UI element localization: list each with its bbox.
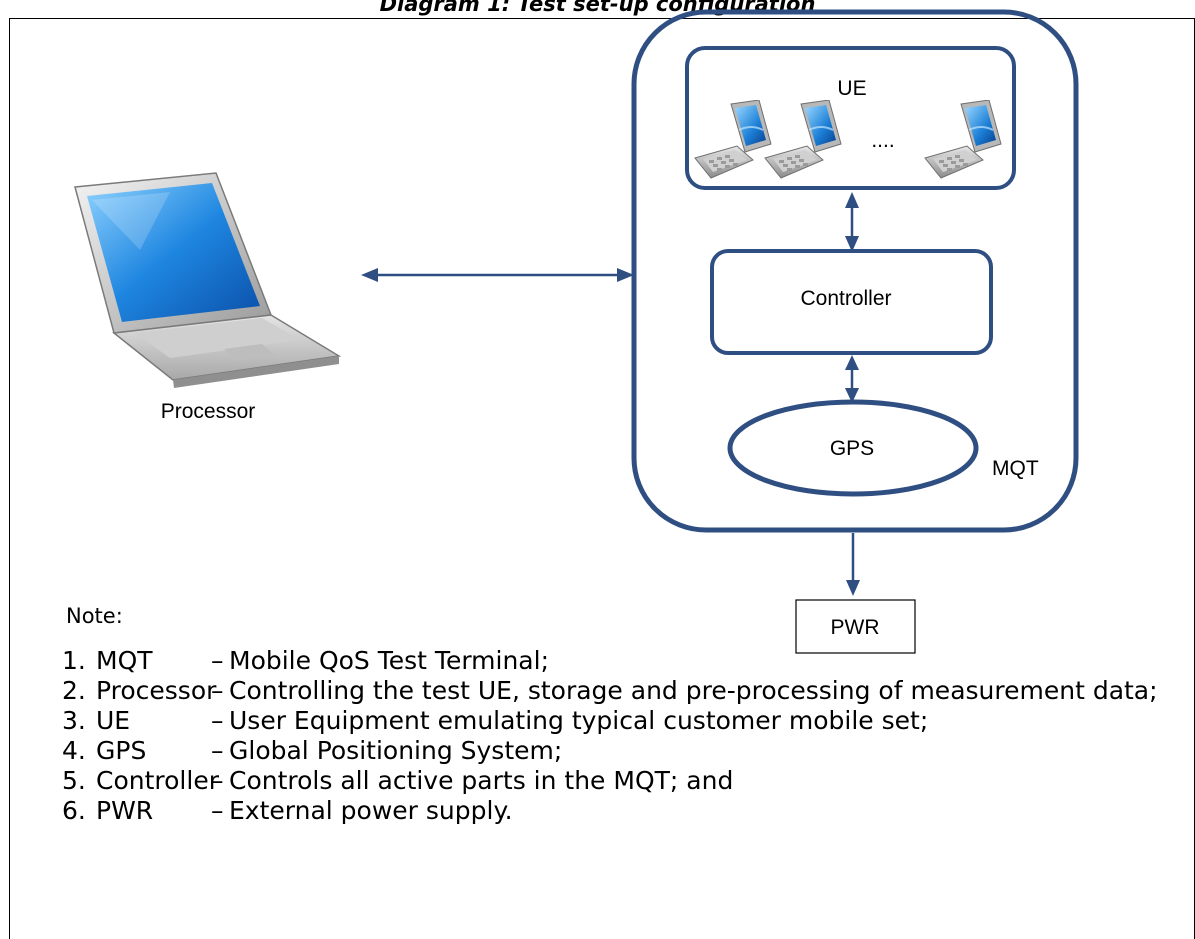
processor-mqt-link [361, 268, 634, 282]
list-item: 3. UE –User Equipment emulating typical … [62, 706, 1182, 736]
ue-ellipsis: .... [871, 129, 894, 152]
note-number: 1. [62, 646, 86, 675]
pwr-label: PWR [831, 616, 880, 639]
note-dash: – [211, 706, 224, 735]
note-dash: – [211, 646, 224, 675]
processor-laptop-icon [74, 172, 342, 388]
mqt-label: MQT [992, 457, 1039, 480]
note-description: Controlling the test UE, storage and pre… [229, 676, 1158, 705]
controller-box [710, 249, 993, 355]
note-number: 3. [62, 706, 86, 735]
note-number: 2. [62, 676, 86, 705]
note-description: Global Positioning System; [229, 736, 563, 765]
note-dash: – [211, 796, 224, 825]
note-term: Controller [96, 766, 219, 795]
note-term: Processor [96, 676, 217, 705]
controller-label: Controller [800, 287, 891, 310]
mqt-box [631, 9, 1079, 533]
note-number: 6. [62, 796, 86, 825]
note-list: 1. MQT –Mobile QoS Test Terminal; 2. Pro… [62, 646, 1182, 826]
note-description: Controls all active parts in the MQT; an… [229, 766, 734, 795]
processor-label: Processor [161, 400, 256, 423]
note-title: Note: [66, 604, 123, 628]
note-number: 4. [62, 736, 86, 765]
mqt-pwr-link [846, 533, 860, 596]
list-item: 4. GPS –Global Positioning System; [62, 736, 1182, 766]
note-dash: – [211, 676, 224, 705]
note-number: 5. [62, 766, 86, 795]
pwr-box [795, 599, 916, 654]
note-description: Mobile QoS Test Terminal; [229, 646, 549, 675]
list-item: 6. PWR –External power supply. [62, 796, 1182, 826]
ue-controller-link [845, 192, 859, 252]
list-item: 2. Processor –Controlling the test UE, s… [62, 676, 1182, 706]
gps-label: GPS [830, 437, 874, 460]
note-term: MQT [96, 646, 153, 675]
ue-box [685, 46, 1016, 190]
note-dash: – [211, 766, 224, 795]
note-term: PWR [96, 796, 154, 825]
gps-ellipse [727, 399, 979, 497]
note-dash: – [211, 736, 224, 765]
ue-label: UE [837, 77, 866, 100]
controller-gps-link [845, 355, 859, 403]
note-description: User Equipment emulating typical custome… [229, 706, 929, 735]
list-item: 1. MQT –Mobile QoS Test Terminal; [62, 646, 1182, 676]
list-item: 5. Controller –Controls all active parts… [62, 766, 1182, 796]
note-term: GPS [96, 736, 147, 765]
note-term: UE [96, 706, 131, 735]
note-description: External power supply. [229, 796, 513, 825]
